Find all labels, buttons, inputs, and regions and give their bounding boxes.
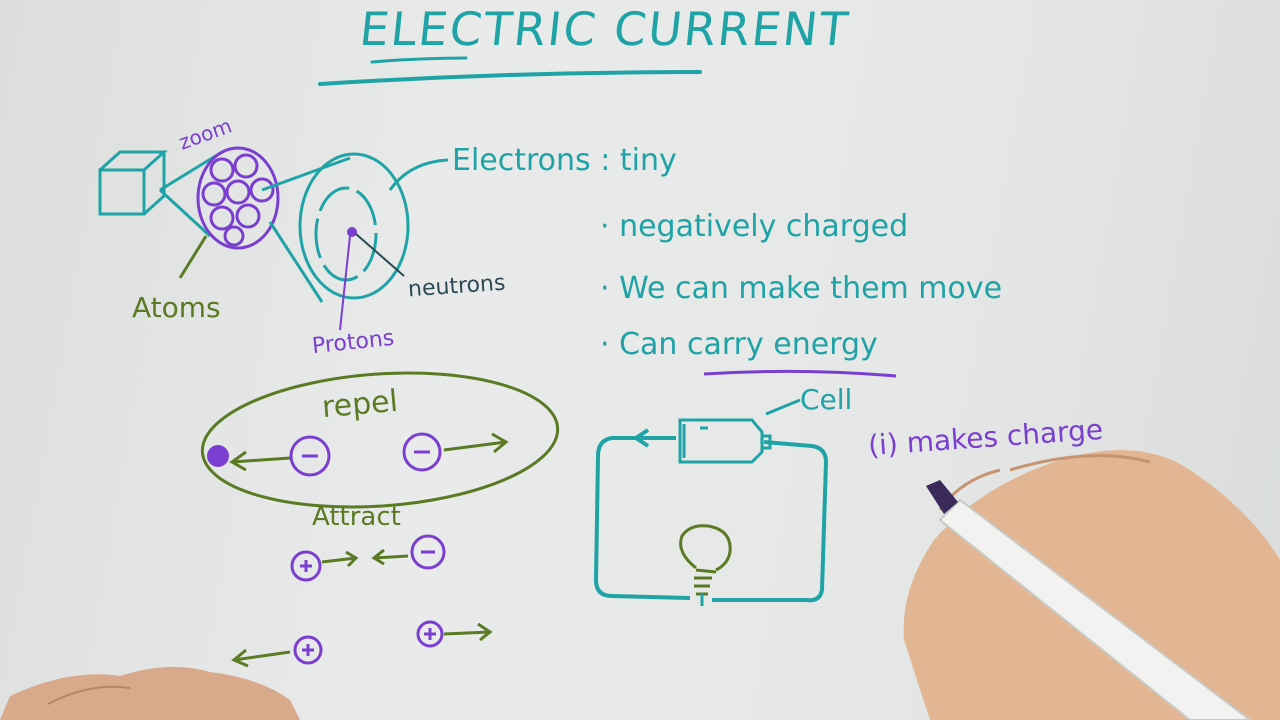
title-underline xyxy=(318,70,702,86)
proton-icon-2 xyxy=(293,635,323,665)
hand-bottom-left xyxy=(0,666,300,720)
electron-icon-3 xyxy=(410,534,446,570)
circuit-wire xyxy=(594,428,828,603)
magnify-lines xyxy=(261,156,351,303)
pointer-neutrons xyxy=(355,233,405,277)
pointer-electrons xyxy=(388,158,449,191)
energy-underline xyxy=(703,369,897,378)
electrons-fact-move: · We can make them move xyxy=(600,271,1003,306)
attract-arrow-right xyxy=(321,550,359,568)
repel-label: repel xyxy=(320,383,400,426)
attract-arrow-left xyxy=(371,548,409,566)
cell-icon xyxy=(678,418,772,464)
charge-blob-icon xyxy=(207,445,229,467)
electrons-label: Electrons : tiny xyxy=(452,143,677,178)
electrons-fact-energy: · Can carry energy xyxy=(600,327,878,362)
electron-icon-1 xyxy=(289,435,331,477)
pointer-cell xyxy=(765,398,801,416)
electrons-fact-negative: · negatively charged xyxy=(600,209,909,244)
bulb-icon xyxy=(679,524,732,596)
electron-icon-2 xyxy=(402,432,442,472)
atom-cluster-icon xyxy=(196,146,280,250)
proton-icon-3 xyxy=(416,620,444,648)
repel-ellipse xyxy=(200,371,560,509)
arrow-left-bottom xyxy=(231,648,291,668)
page-title: ELECTRIC CURRENT xyxy=(357,2,853,56)
repel-arrow-left xyxy=(229,450,291,472)
arrow-right-bottom xyxy=(443,622,493,642)
nucleus-icon xyxy=(347,227,357,237)
cube-icon xyxy=(98,150,168,216)
pointer-protons xyxy=(339,235,351,331)
atoms-label: Atoms xyxy=(132,291,221,324)
pointer-atoms xyxy=(178,235,208,279)
proton-icon-1 xyxy=(290,550,322,582)
hand-right xyxy=(903,450,1280,720)
pen-icon xyxy=(926,480,1252,720)
atom-model-icon xyxy=(298,152,410,300)
title-underline-short xyxy=(370,56,468,64)
cell-label: Cell xyxy=(800,383,853,416)
repel-arrow-right xyxy=(443,432,509,454)
attract-label: Attract xyxy=(312,502,401,532)
